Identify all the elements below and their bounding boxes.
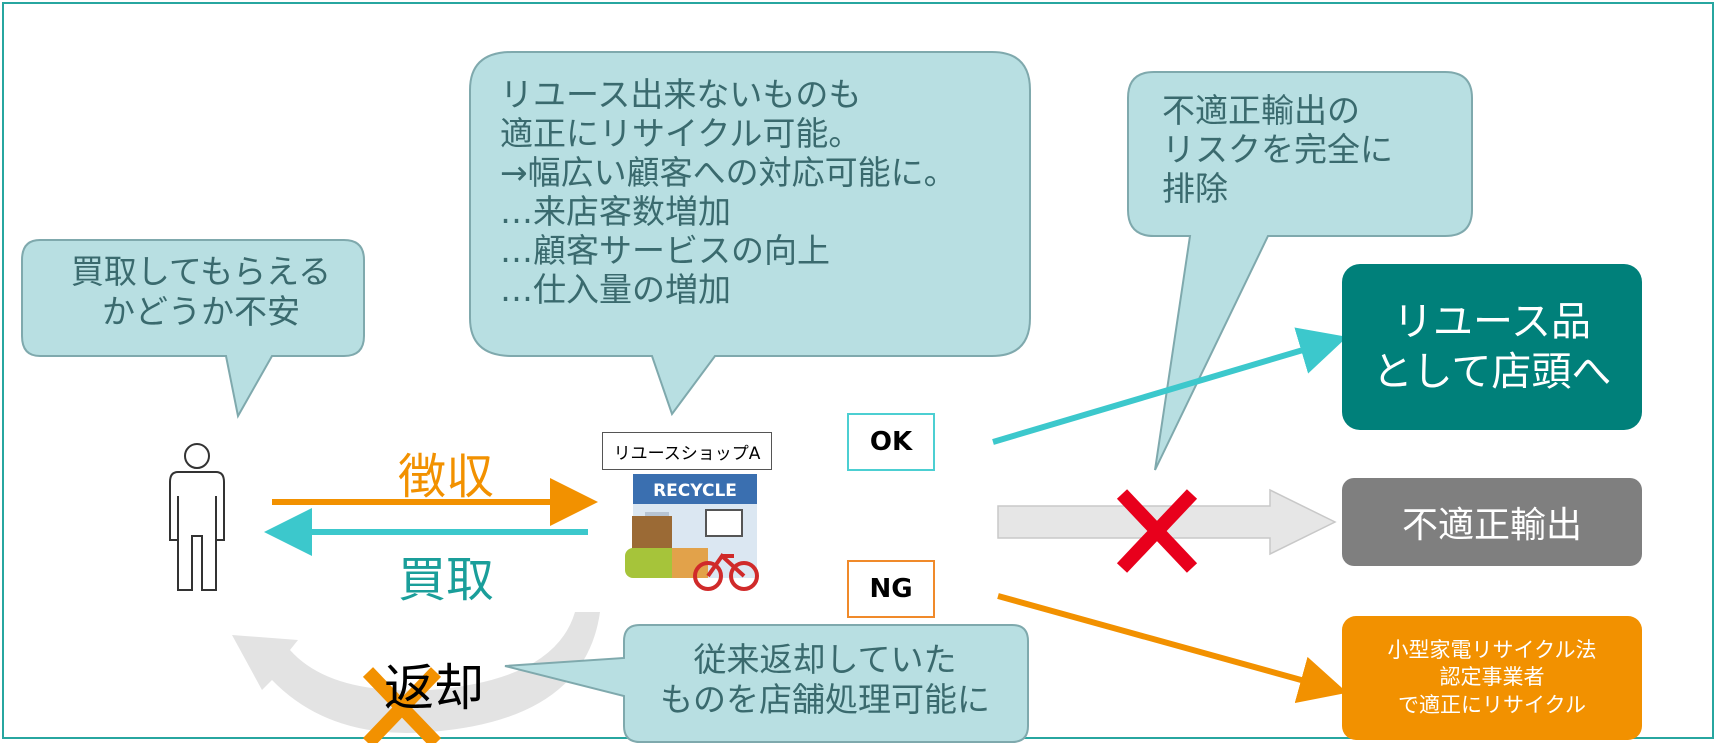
return-arrow [232, 612, 600, 733]
illegal-export-box: 不適正輸出 [1342, 478, 1642, 566]
reuse-outcome-box: リユース品 として店頭へ [1342, 264, 1642, 430]
recycle-shop-icon: RECYCLE [625, 474, 759, 591]
return-note-text: 従来返却していた ものを店舗処理可能に [660, 640, 990, 719]
speech-bubble-shop [469, 51, 1031, 417]
export-risk-text: 不適正輸出の リスクを完全に 排除 [1162, 91, 1393, 208]
cross-icon-return [362, 667, 442, 743]
ok-tag: OK [847, 413, 935, 471]
recycle-arrow [997, 593, 1348, 704]
reuse-arrow [992, 327, 1348, 445]
speech-bubble-customer [21, 239, 365, 419]
buy-label: 買取 [398, 552, 495, 608]
cross-icon-export [1116, 489, 1198, 573]
shop-benefit-text: リユース出来ないものも 適正にリサイクル可能。 →幅広い顧客への対応可能に。 …… [500, 75, 957, 309]
speech-bubble-export [1127, 71, 1473, 471]
collect-label: 徴収 [398, 449, 495, 505]
return-label: 返却 [384, 659, 484, 717]
person-icon [169, 443, 225, 591]
ng-tag: NG [847, 560, 935, 618]
speech-bubble-return [504, 624, 1029, 743]
shop-sign: RECYCLE [653, 481, 737, 501]
customer-worry-text: 買取してもらえる かどうか不安 [70, 252, 332, 331]
certified-recycling-box: 小型家電リサイクル法 認定事業者 で適正にリサイクル [1342, 616, 1642, 740]
shop-name-label: リユースショップA [602, 432, 772, 470]
